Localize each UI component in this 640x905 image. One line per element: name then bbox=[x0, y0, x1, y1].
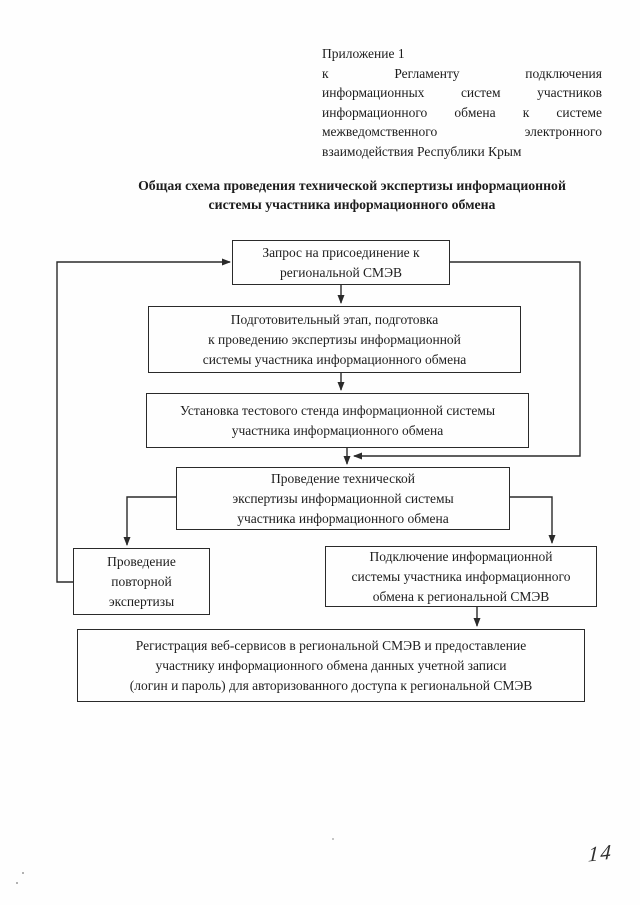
appendix-line: информационных систем участников bbox=[322, 85, 602, 100]
node-text-line: Подготовительный этап, подготовка bbox=[230, 311, 439, 327]
flow-node-test-stand: Установка тестового стенда информационно… bbox=[146, 393, 529, 448]
node-text-line: повторной bbox=[111, 573, 172, 589]
node-text-line: Подключение информационной bbox=[369, 548, 553, 564]
scan-speck bbox=[332, 838, 334, 840]
appendix-line: Приложение 1 bbox=[322, 46, 405, 61]
appendix-line: взаимодействия Республики Крым bbox=[322, 143, 522, 159]
node-text-line: к проведению экспертизы информационной bbox=[208, 331, 461, 347]
scan-speck bbox=[22, 872, 24, 874]
edge-expertise-to-connection bbox=[510, 496, 556, 544]
node-text-line: Проведение bbox=[107, 553, 176, 569]
flow-node-request: Запрос на присоединение к региональной С… bbox=[232, 240, 450, 285]
node-text-line: участнику информационного обмена данных … bbox=[155, 657, 507, 673]
node-text-line: (логин и пароль) для авторизованного дос… bbox=[129, 677, 533, 693]
node-text-line: экспертизы информационной системы bbox=[232, 490, 454, 506]
appendix-line: к Регламенту подключения bbox=[322, 65, 602, 81]
node-text-line: Проведение технической bbox=[271, 470, 415, 486]
node-text-line: участника информационного обмена bbox=[237, 510, 449, 526]
appendix-block: Приложение 1 к Регламенту подключения ин… bbox=[322, 44, 602, 161]
node-text-line: участника информационного обмена bbox=[231, 422, 444, 438]
node-text-line: Регистрация веб-сервисов в региональной … bbox=[135, 637, 527, 653]
flow-node-preparation: Подготовительный этап, подготовка к пров… bbox=[148, 306, 521, 373]
node-text-line: Установка тестового стенда информационно… bbox=[179, 402, 496, 418]
node-text-line: экспертизы bbox=[108, 593, 175, 609]
flow-node-repeat-expertise: Проведение повторной экспертизы bbox=[73, 548, 210, 615]
appendix-line: информационного обмена к системе bbox=[322, 104, 602, 120]
page-number-handwritten: 14 bbox=[587, 839, 614, 867]
flow-node-connection: Подключение информационной системы участ… bbox=[325, 546, 597, 607]
edge-expertise-to-repeat bbox=[123, 496, 176, 546]
node-text-line: региональной СМЭВ bbox=[280, 264, 402, 280]
diagram-title-line: системы участника информационного обмена bbox=[208, 197, 496, 212]
flow-node-registration: Регистрация веб-сервисов в региональной … bbox=[77, 629, 585, 702]
node-text-line: Запрос на присоединение к bbox=[262, 244, 420, 260]
node-text-line: системы участника информационного bbox=[351, 568, 571, 584]
diagram-title: Общая схема проведения технической экспе… bbox=[64, 176, 640, 214]
diagram-title-line: Общая схема проведения технической экспе… bbox=[138, 178, 566, 193]
node-text-line: системы участника информационного обмена bbox=[202, 351, 467, 367]
scan-speck bbox=[16, 882, 18, 884]
appendix-line: межведомственного электронного bbox=[322, 124, 602, 139]
node-text-line: обмена к региональной СМЭВ bbox=[372, 588, 550, 604]
flow-node-expertise: Проведение технической экспертизы информ… bbox=[176, 467, 510, 530]
